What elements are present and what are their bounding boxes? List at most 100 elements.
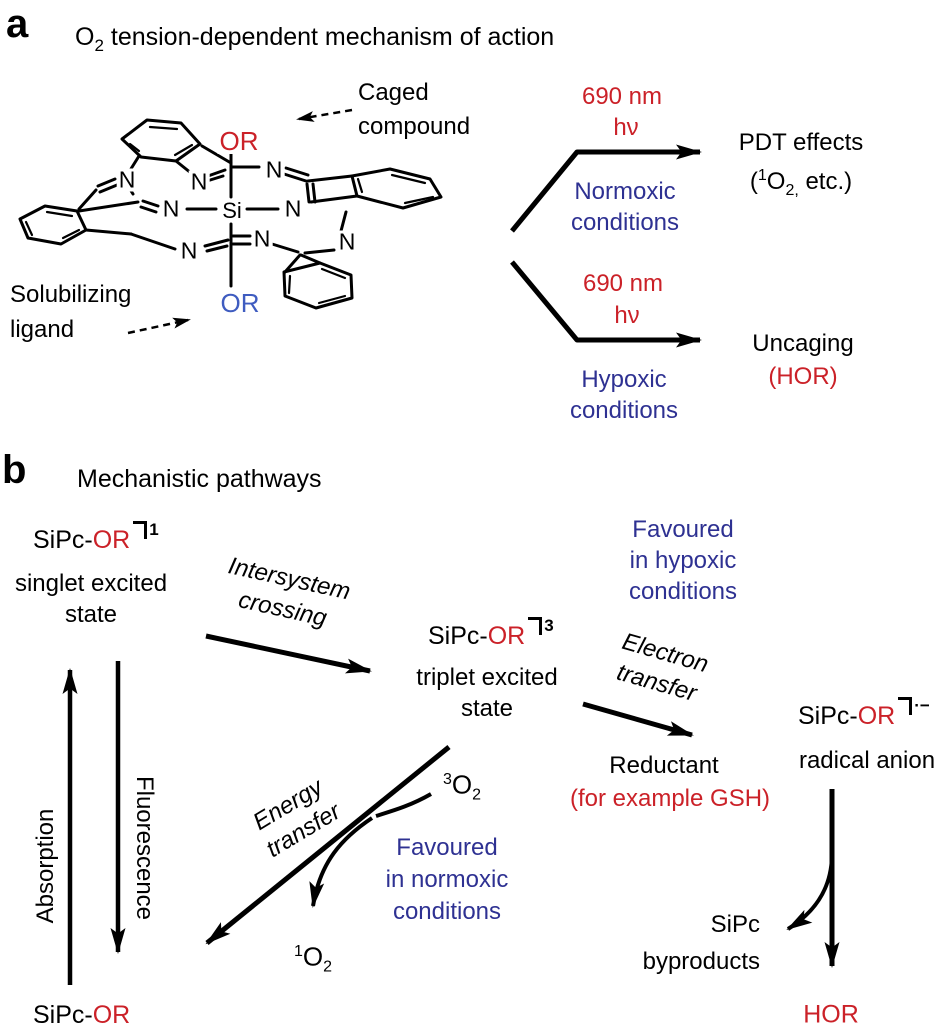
triplet-multiplicity: 3 <box>544 616 554 635</box>
radical-anion-desc: radical anion <box>798 747 936 774</box>
favoured-hypoxic-note: Favoured in hypoxic conditions <box>629 514 737 607</box>
byproducts-branch-arrow <box>786 855 834 931</box>
t-o2-sup: 3 <box>442 770 452 788</box>
singlet-desc-line2: state <box>64 601 118 628</box>
state-bracket <box>133 521 148 539</box>
favoured-normoxic-note: Favoured in normoxic conditions <box>386 832 509 928</box>
panel-a-title-o: O <box>75 23 95 51</box>
singlet-oxygen-label: 1O2 <box>294 941 332 976</box>
radical-charge: ·− <box>914 696 930 715</box>
hypoxic-hv: hν <box>614 302 640 329</box>
fav-norm-line1: Favoured <box>396 834 498 861</box>
s-o2-sub: 2 <box>323 958 333 976</box>
ground-sipc: SiPc- <box>33 1001 93 1029</box>
phthalocyanine-skeleton <box>18 118 443 310</box>
triplet-state-desc: triplet excited state <box>416 662 557 724</box>
fav-hyp-line1: Favoured <box>632 516 734 543</box>
caged-line2: compound <box>358 113 471 140</box>
hypoxic-cond-line1: Hypoxic <box>581 366 667 393</box>
absorption-label: Absorption <box>32 808 59 924</box>
singlet-multiplicity: 1 <box>149 520 159 539</box>
s-o2-sup: 1 <box>293 942 303 960</box>
triplet-sipc: SiPc- <box>428 622 488 650</box>
t-o2-sub: 2 <box>472 786 482 804</box>
panel-b-label: b <box>2 448 27 492</box>
normoxic-conditions: Normoxic conditions <box>571 176 679 238</box>
hypoxic-pathway-arrow <box>510 260 702 348</box>
solubilizing-line2: ligand <box>10 316 75 343</box>
energy-transfer-arrow <box>205 745 451 945</box>
triplet-desc-line2: state <box>460 695 514 722</box>
state-bracket <box>528 617 543 635</box>
si-atom-label: Si <box>220 198 244 223</box>
singlet-sipc: SiPc- <box>33 526 93 554</box>
triplet-desc-line1: triplet excited <box>416 664 558 691</box>
or-bottom-label: OR <box>218 288 262 318</box>
fav-norm-line3: conditions <box>392 898 502 925</box>
byproducts-line1: SiPc <box>710 911 760 938</box>
singlet-oxygen-out-curve <box>309 816 374 908</box>
triplet-oxygen-label: 3O2 <box>443 769 481 804</box>
caged-compound-label: Caged compound <box>358 76 470 144</box>
n-atom-label: N <box>336 228 358 255</box>
normoxic-cond-line1: Normoxic <box>574 178 676 205</box>
hypoxic-wavelength: 690 nm <box>582 270 664 297</box>
normoxic-cond-line2: conditions <box>570 209 680 236</box>
n-atom-label: N <box>251 225 273 252</box>
singlet-state-desc: singlet excited state <box>15 568 167 630</box>
t-o2-o: O <box>451 769 473 800</box>
uncaging-line1: Uncaging <box>752 330 854 357</box>
uncaging-line2: (HOR) <box>768 363 838 390</box>
caged-line1: Caged <box>358 79 429 106</box>
solubilizing-ligand-label: Solubilizing ligand <box>10 277 131 347</box>
singlet-or: OR <box>92 526 131 554</box>
pdt-sup: 1 <box>757 167 767 184</box>
normoxic-hv: hν <box>613 114 639 141</box>
caged-compound-arrow <box>296 108 353 122</box>
fav-hyp-line2: in hypoxic <box>629 547 737 574</box>
singlet-state-formula: SiPc-OR 1 <box>33 520 159 555</box>
panel-a-label: a <box>6 2 29 46</box>
n-atom-label: N <box>188 168 210 195</box>
fav-norm-line2: in normoxic <box>385 866 509 893</box>
s-o2-o: O <box>302 941 324 972</box>
pdt-effects-label: PDT effects (1O2, etc.) <box>739 126 864 207</box>
n-atom-label: N <box>178 237 200 264</box>
pdt-line2: (1O2, etc.) <box>739 159 864 207</box>
triplet-oxygen-in-curve <box>375 792 432 818</box>
radical-or: OR <box>857 702 896 730</box>
panel-a-title: O2 tension-dependent mechanism of action <box>75 22 554 61</box>
hypoxic-conditions: Hypoxic conditions <box>570 364 678 426</box>
sipc-byproducts-label: SiPc byproducts <box>600 906 760 980</box>
or-top-label: OR <box>217 126 261 156</box>
normoxic-pathway-arrow <box>510 144 702 233</box>
ground-or: OR <box>92 1001 131 1029</box>
uncaging-label: Uncaging (HOR) <box>752 327 853 393</box>
reductant-example-label: (for example GSH) <box>569 785 771 812</box>
n-atom-label: N <box>116 166 138 193</box>
triplet-or: OR <box>487 622 526 650</box>
intersystem-crossing-arrow <box>205 633 372 674</box>
reductant-label: Reductant <box>609 752 719 779</box>
pdt-open: ( <box>749 168 758 195</box>
n-atom-label: N <box>160 195 182 222</box>
panel-a-title-sub: 2 <box>94 36 104 55</box>
pdt-rest: etc.) <box>798 168 853 195</box>
solubilizing-ligand-arrow <box>127 317 191 335</box>
electron-transfer-arrow <box>582 701 694 738</box>
pdt-line1: PDT effects <box>738 129 864 156</box>
n-atom-label: N <box>282 195 304 222</box>
fav-hyp-line3: conditions <box>628 578 738 605</box>
pdt-o: O <box>766 168 786 195</box>
n-atom-label: N <box>263 156 285 183</box>
normoxic-wavelength: 690 nm <box>581 83 663 110</box>
solubilizing-line1: Solubilizing <box>10 281 132 308</box>
triplet-state-formula: SiPc-OR 3 <box>428 616 554 651</box>
panel-a-title-rest: tension-dependent mechanism of action <box>103 23 555 51</box>
panel-b-title: Mechanistic pathways <box>77 465 322 493</box>
radical-sipc: SiPc- <box>798 702 858 730</box>
ground-state-formula: SiPc-OR <box>33 1001 130 1030</box>
fluorescence-label: Fluorescence <box>131 775 158 921</box>
